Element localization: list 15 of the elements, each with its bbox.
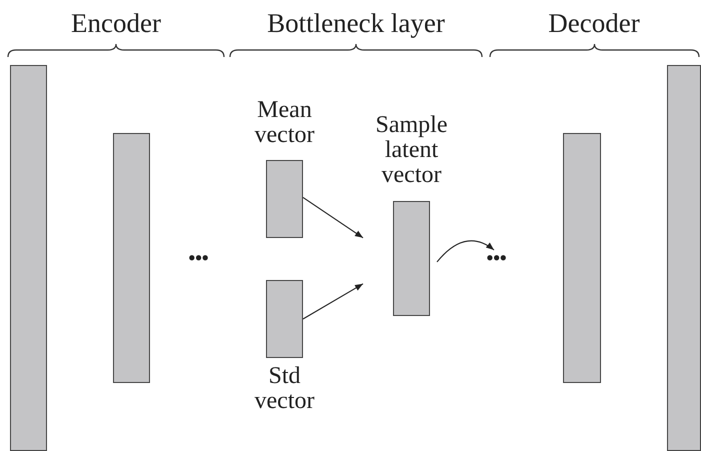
vector-label: Std vector	[254, 364, 316, 414]
vector-label: Sample latent vector	[374, 113, 448, 188]
vector-label: Mean vector	[254, 98, 316, 148]
arrow	[436, 240, 494, 262]
layer-bar	[667, 65, 701, 451]
layer-bar	[113, 133, 150, 383]
section-heading: Decoder	[548, 8, 640, 39]
layer-bar	[10, 65, 47, 451]
layer-bar	[563, 133, 601, 383]
section-heading: Bottleneck layer	[267, 8, 445, 39]
arrow	[302, 196, 364, 238]
section-heading: Encoder	[71, 8, 161, 39]
ellipsis-dots: •••	[486, 248, 506, 268]
ellipsis-dots: •••	[188, 248, 208, 268]
arrow	[302, 283, 364, 320]
